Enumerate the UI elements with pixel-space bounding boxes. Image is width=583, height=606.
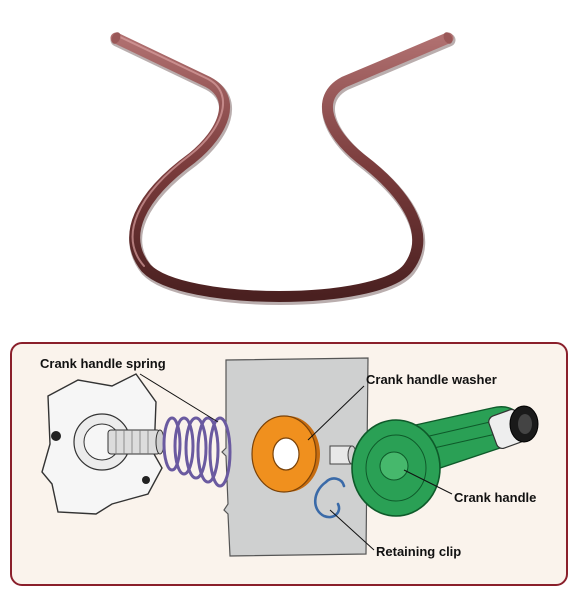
retaining-clip-photo bbox=[110, 32, 456, 305]
crank-handle bbox=[351, 405, 539, 517]
clip-wire-shadow bbox=[110, 33, 456, 305]
clip-wire-highlight bbox=[115, 34, 225, 267]
assembly-diagram: Crank handle spring Crank handle washer … bbox=[40, 356, 539, 559]
retaining-clip-tail bbox=[324, 477, 346, 488]
leader-spring bbox=[139, 373, 219, 423]
clip-end-right bbox=[443, 32, 453, 44]
label-crank-handle-spring: Crank handle spring bbox=[40, 356, 166, 371]
retaining-clip bbox=[313, 480, 341, 519]
splined-shaft bbox=[107, 429, 165, 455]
assembly-diagram-panel: Crank handle spring Crank handle washer … bbox=[10, 342, 568, 586]
clip-wire bbox=[110, 32, 454, 302]
leader-clip bbox=[329, 509, 375, 551]
regulator-bracket bbox=[41, 373, 165, 515]
label-crank-handle-washer: Crank handle washer bbox=[366, 372, 497, 387]
leader-washer bbox=[307, 385, 365, 441]
crank-handle-spring bbox=[162, 416, 232, 488]
clip-end-left bbox=[111, 32, 121, 44]
label-crank-handle: Crank handle bbox=[454, 490, 536, 505]
leader-handle bbox=[403, 469, 453, 495]
crank-knob bbox=[488, 405, 539, 450]
label-retaining-clip: Retaining clip bbox=[376, 544, 461, 559]
crank-handle-washer bbox=[251, 415, 320, 493]
